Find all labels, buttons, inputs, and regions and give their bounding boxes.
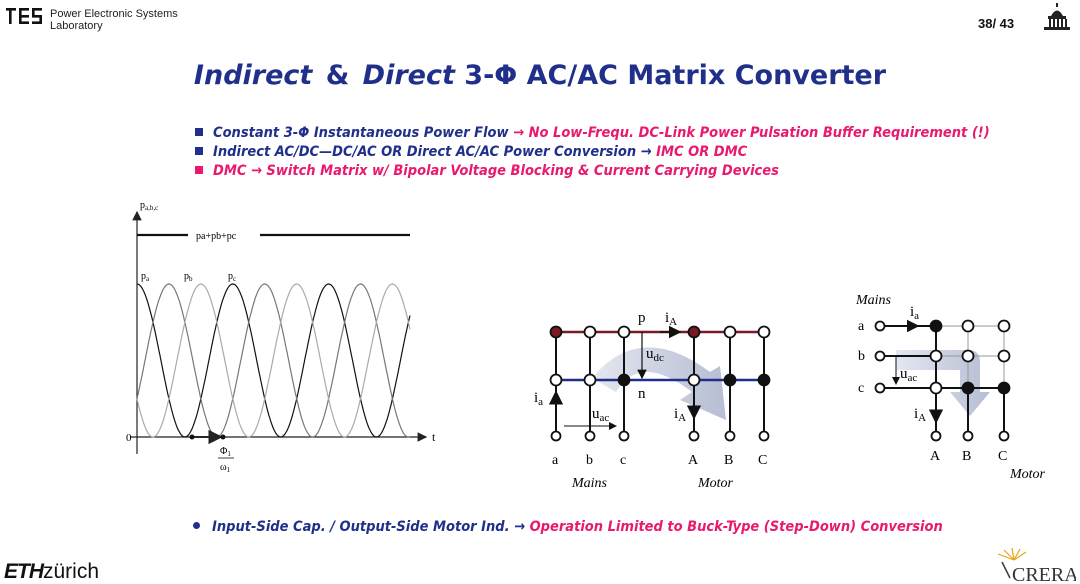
eth-zurich-logo: ETHzürich xyxy=(4,560,99,584)
arrow-icon: → xyxy=(513,125,525,141)
bullet-item: DMC → Switch Matrix w/ Bipolar Voltage B… xyxy=(195,162,1055,181)
title-direct: Direct xyxy=(362,60,455,91)
input-c-label: c xyxy=(620,453,626,468)
bullet-text-pink: IMC OR DMC xyxy=(656,144,748,160)
dmc-uac-label: uac xyxy=(900,366,917,384)
pa-curve xyxy=(136,283,411,438)
crera-logo: CRERA xyxy=(997,548,1076,584)
title-ampersand: & xyxy=(325,60,350,91)
eth-logo-rest: zürich xyxy=(43,560,100,583)
output-C-label: C xyxy=(758,453,767,468)
dmc-ia-label: ia xyxy=(910,304,919,322)
dmc-output-A-label: A xyxy=(930,449,941,464)
bullet-text-pink-lead: DMC xyxy=(213,163,247,179)
pb-curve xyxy=(136,283,411,438)
pc-curve xyxy=(136,283,411,438)
arrow-icon: → xyxy=(514,519,526,535)
lab-name-line1: Power Electronic Systems xyxy=(50,8,178,20)
bullet-square-icon xyxy=(195,147,203,155)
bullet-text-blue: Indirect AC/DC—DC/AC OR Direct AC/AC Pow… xyxy=(213,144,637,160)
imc-diagram: p iA udc n ia uac iA a b c A B C Mains M… xyxy=(534,310,771,491)
bullet-square-icon xyxy=(195,128,203,136)
dmc-diagram: Mains a b c ia uac iA A B C Motor xyxy=(855,293,1046,482)
pb-label: pb xyxy=(184,271,193,283)
eth-dome-icon xyxy=(1044,3,1070,30)
phase-frac-num: Φ1 xyxy=(220,446,231,458)
dmc-iA-label: iA xyxy=(914,406,926,424)
iA-label: iA xyxy=(674,406,686,424)
bullet-item: Indirect AC/DC—DC/AC OR Direct AC/AC Pow… xyxy=(195,143,1055,162)
input-b-label: b xyxy=(586,453,593,468)
dmc-motor-label: Motor xyxy=(1009,467,1046,482)
slide-title: Indirect & Direct 3-Φ AC/AC Matrix Conve… xyxy=(0,60,1080,91)
bottom-bullet-pink: Operation Limited to Buck-Type (Step-Dow… xyxy=(529,519,943,535)
power-flow-arrow xyxy=(592,347,726,420)
dmc-mains-label: Mains xyxy=(855,293,892,308)
imc-mains-label: Mains xyxy=(571,476,608,491)
bullet-dot-icon xyxy=(193,522,200,529)
imc-motor-label: Motor xyxy=(697,476,734,491)
dmc-output-B-label: B xyxy=(962,449,971,464)
iA-top-label: iA xyxy=(665,310,677,328)
arrow-icon: → xyxy=(640,144,652,160)
bottom-bullet: Input-Side Cap. / Output-Side Motor Ind.… xyxy=(193,518,943,537)
page-number: 38/ 43 xyxy=(978,16,1015,31)
bullet-text-blue: Constant 3-Φ Instantaneous Power Flow xyxy=(213,125,509,141)
dmc-row-b-label: b xyxy=(858,349,865,364)
output-A-label: A xyxy=(688,453,699,468)
title-indirect: Indirect xyxy=(193,60,313,91)
lab-name: Power Electronic Systems Laboratory xyxy=(50,8,178,32)
crera-text: CRERA xyxy=(1012,564,1076,584)
dmc-power-flow-arrow xyxy=(896,350,990,416)
sum-label: pa+pb+pc xyxy=(196,231,237,242)
phase-dot xyxy=(220,434,226,440)
dmc-row-a-label: a xyxy=(858,319,865,334)
bullet-text-pink: No Low-Frequ. DC-Link Power Pulsation Bu… xyxy=(528,125,990,141)
bullet-item: Constant 3-Φ Instantaneous Power Flow → … xyxy=(195,124,1055,143)
arrow-icon: → xyxy=(250,163,262,179)
bullet-square-icon xyxy=(195,166,203,174)
zero-label: 0 xyxy=(126,432,132,444)
y-axis-label: pa,b,c xyxy=(140,200,158,212)
pa-label: pa xyxy=(141,271,150,283)
lab-name-line2: Laboratory xyxy=(50,20,103,32)
p-label: p xyxy=(638,310,646,326)
output-B-label: B xyxy=(724,453,733,468)
pes-logo-icon xyxy=(6,8,42,24)
dmc-output-C-label: C xyxy=(998,449,1007,464)
udc-label: udc xyxy=(646,346,664,364)
eth-logo-bold: ETH xyxy=(4,560,44,583)
title-rest: 3-Φ AC/AC Matrix Converter xyxy=(464,60,887,91)
phase-frac-den: ω1 xyxy=(220,462,231,474)
bullet-text-pink: Switch Matrix w/ Bipolar Voltage Blockin… xyxy=(266,163,779,179)
ia-label: ia xyxy=(534,390,543,408)
dmc-row-c-label: c xyxy=(858,381,864,396)
input-a-label: a xyxy=(552,453,559,468)
uac-label: uac xyxy=(592,406,609,424)
bottom-bullet-blue: Input-Side Cap. / Output-Side Motor Ind. xyxy=(212,519,510,535)
power-waveform-diagram: pa,b,c 0 t pa+pb+pc pa pb pc Φ1 ω1 xyxy=(126,200,436,474)
n-label: n xyxy=(638,386,646,402)
t-axis-label: t xyxy=(432,430,436,444)
phase-dot xyxy=(189,434,195,440)
pc-label: pc xyxy=(228,271,236,283)
bullet-list: Constant 3-Φ Instantaneous Power Flow → … xyxy=(195,124,1055,181)
